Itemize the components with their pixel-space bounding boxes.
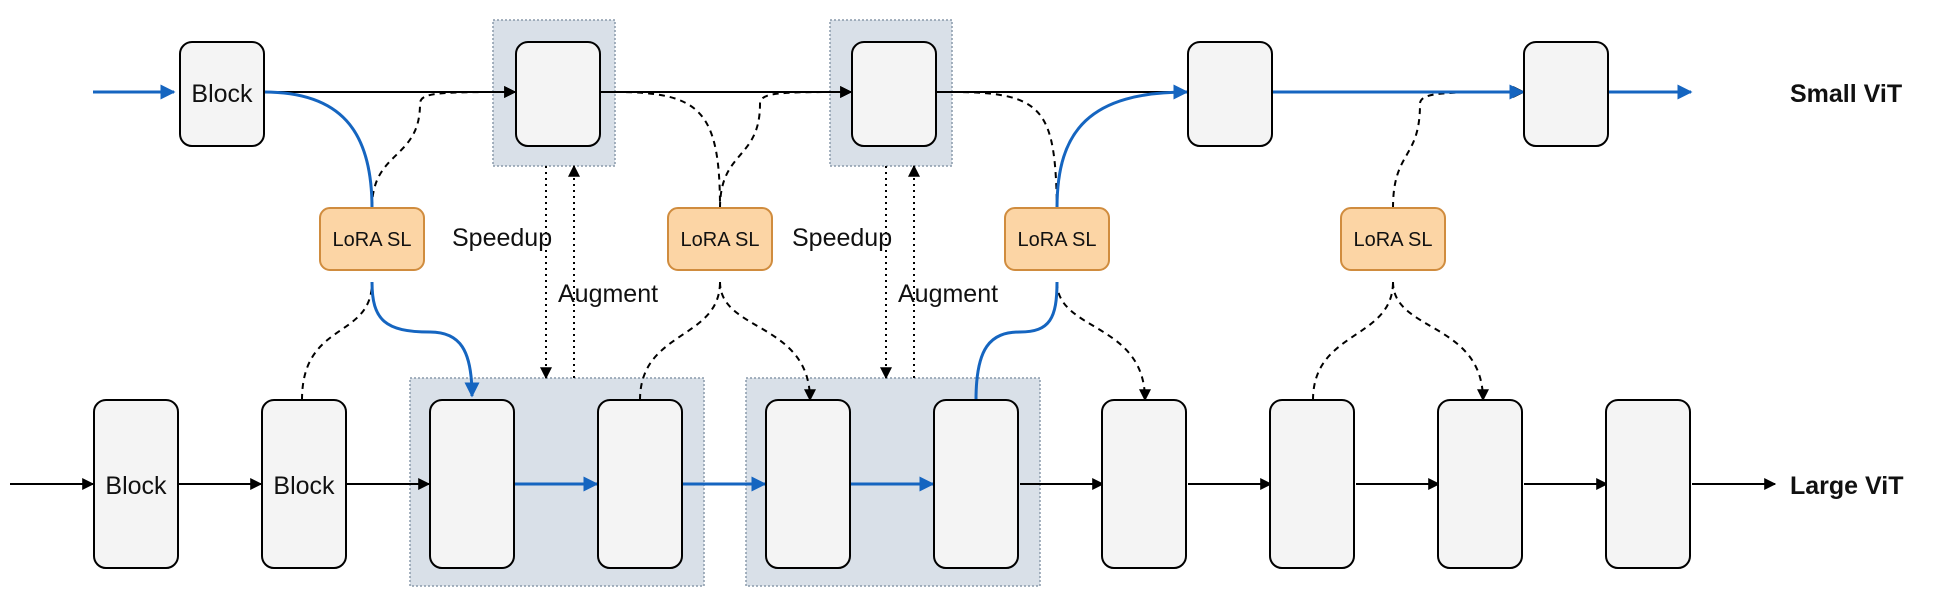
large-block — [1101, 399, 1187, 569]
large-block-label: Block — [105, 472, 167, 500]
small-block — [1523, 41, 1609, 147]
lora-label: LoRA SL — [681, 229, 760, 251]
small-block — [851, 41, 937, 147]
small-block — [1187, 41, 1273, 147]
dashed-connection — [719, 281, 816, 402]
blue-path-segment — [974, 92, 1187, 401]
augment-label: Augment — [898, 280, 998, 308]
lora-box — [1340, 207, 1446, 271]
lora-box — [1004, 207, 1110, 271]
lora-box — [319, 207, 425, 271]
large-block — [933, 399, 1019, 569]
small-vit-label: Small ViT — [1790, 80, 1902, 108]
large-block — [1269, 399, 1355, 569]
large-block — [597, 399, 683, 569]
large-block — [1437, 399, 1523, 569]
large-block — [261, 399, 347, 569]
small-block — [515, 41, 601, 147]
small-block — [179, 41, 265, 147]
large-block — [93, 399, 179, 569]
lora-box — [667, 207, 773, 271]
large-block-label: Block — [273, 472, 335, 500]
large-block — [765, 399, 851, 569]
dashed-connection — [1056, 281, 1151, 402]
blue-path-segment — [263, 90, 472, 396]
lora-label: LoRA SL — [1354, 229, 1433, 251]
large-block — [429, 399, 515, 569]
dashed-connection — [1392, 281, 1489, 402]
lora-label: LoRA SL — [333, 229, 412, 251]
lora-label: LoRA SL — [1018, 229, 1097, 251]
augment-label: Augment — [558, 280, 658, 308]
small-block-label: Block — [191, 80, 253, 108]
dashed-connection — [301, 92, 515, 401]
speedup-label: Speedup — [452, 224, 552, 252]
large-vit-label: Large ViT — [1790, 472, 1903, 500]
large-block — [1605, 399, 1691, 569]
speedup-label: Speedup — [792, 224, 892, 252]
dashed-connection — [614, 91, 721, 209]
dashed-connection — [951, 91, 1058, 209]
